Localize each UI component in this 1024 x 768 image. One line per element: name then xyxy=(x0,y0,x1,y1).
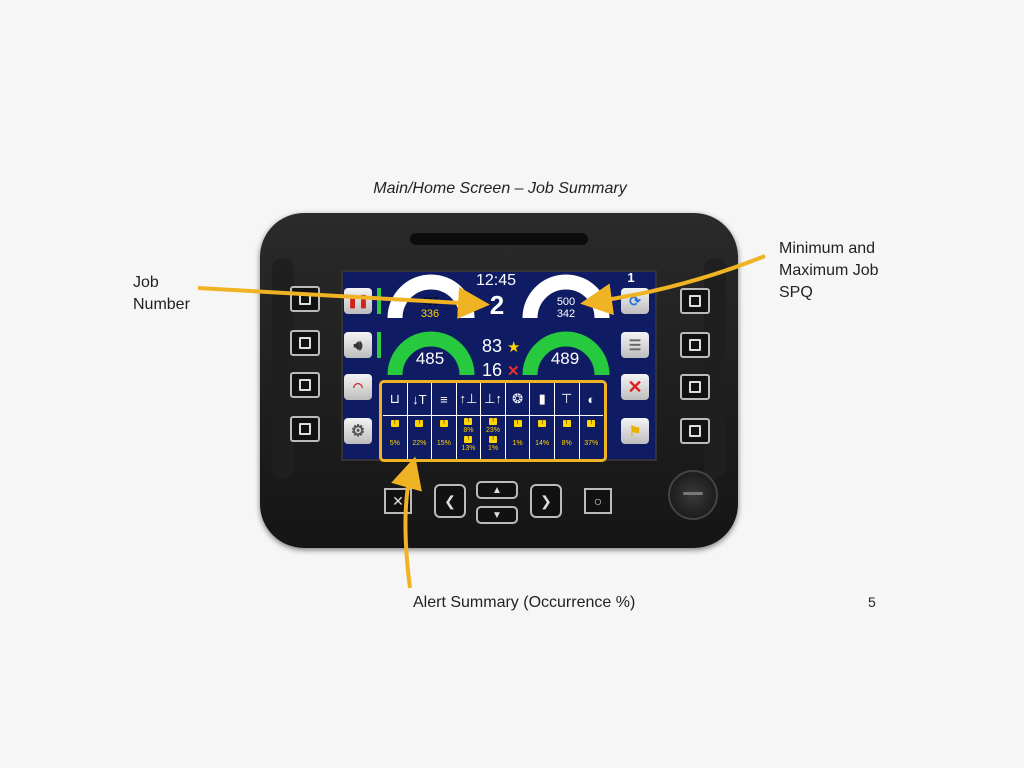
right-count-value: 489 xyxy=(550,349,580,368)
gauge-icon: ◠ xyxy=(352,380,364,394)
right-softkey-3[interactable] xyxy=(680,374,710,400)
alert-icon-row: ⊔ ↓T ≡ ↑⊥ ⊥↑ ❂ ▮ ⊤ ◐ xyxy=(383,383,603,415)
alert-cell: ! 8% xyxy=(555,416,580,460)
warning-badge-icon: ! xyxy=(464,418,473,425)
right-softkey-1[interactable] xyxy=(680,288,710,314)
alert-value-row: ! 5% ! 22% ! 15% ! 8% ! 13% ! 23% ! 1% !… xyxy=(383,415,603,460)
refresh-icon: ⟳ xyxy=(629,292,641,309)
settings-button[interactable]: ⚙ xyxy=(344,418,372,444)
left-softkey-2[interactable] xyxy=(290,330,320,356)
circle-icon: ○ xyxy=(593,493,603,509)
alert-summary-callout: Alert Summary (Occurrence %) xyxy=(413,594,636,611)
alert-summary-grid: ⊔ ↓T ≡ ↑⊥ ⊥↑ ❂ ▮ ⊤ ◐ ! 5% ! 22% ! 15% ! … xyxy=(383,383,603,460)
right-softkey-4[interactable] xyxy=(680,418,710,444)
arrow-down-t-icon: ↓T xyxy=(408,383,433,415)
right-count-gauge xyxy=(522,331,610,376)
tire-icon: ◐ xyxy=(587,391,596,407)
alert-cell: ! 37% xyxy=(584,420,599,447)
status-bar-1 xyxy=(377,288,381,314)
bucket-icon: ⊔ xyxy=(383,383,408,415)
left-softkey-3[interactable] xyxy=(290,372,320,398)
warning-badge-icon: ! xyxy=(489,418,498,425)
warning-badge-icon: ! xyxy=(562,420,571,427)
left-count-gauge xyxy=(387,331,475,376)
warning-badge-icon: ! xyxy=(464,436,473,443)
reject-count-line: 16 ✕ xyxy=(482,360,520,381)
refresh-button[interactable]: ⟳ xyxy=(621,288,649,314)
alert-cell: ! 14% xyxy=(530,416,555,460)
star-icon: ★ xyxy=(507,339,521,356)
left-softkey-4[interactable] xyxy=(290,416,320,442)
alert-cell: ! 1% xyxy=(506,416,531,460)
left-arrow-key[interactable]: ❮ xyxy=(434,484,466,518)
right-gauge-values: 500 342 xyxy=(556,296,576,320)
device-slot xyxy=(410,233,588,245)
warning-badge-icon: ! xyxy=(415,420,424,427)
flag-button[interactable]: ⚑ xyxy=(621,418,649,444)
cancel-icon: ✕ xyxy=(627,376,643,397)
cancel-button[interactable]: ✕ xyxy=(621,374,649,400)
alert-highlight-box xyxy=(379,380,607,462)
slide-title: Main/Home Screen – Job Summary xyxy=(373,180,627,197)
warning-badge-icon: ! xyxy=(390,420,399,427)
volume-button[interactable]: 🔊︎ xyxy=(344,332,372,358)
good-count: 83 xyxy=(482,336,503,356)
chevron-right-icon: ❯ xyxy=(540,492,552,509)
job-number-callout: Job Number xyxy=(133,274,190,313)
warning-badge-icon: ! xyxy=(513,420,522,427)
flag-icon: ⚑ xyxy=(628,422,642,439)
left-rail xyxy=(272,258,294,478)
ok-key[interactable]: ○ xyxy=(584,488,612,514)
alert-cell: ! 8% ! 13% xyxy=(457,416,482,460)
warning-badge-icon: ! xyxy=(538,420,547,427)
warning-badge-icon: ! xyxy=(439,420,448,427)
down-arrow-key[interactable]: ▼ xyxy=(476,506,518,524)
list-icon: ☰ xyxy=(628,336,642,353)
list-button[interactable]: ☰ xyxy=(621,332,649,358)
clock: 12:45 xyxy=(475,272,517,289)
alert-arrow xyxy=(391,456,422,589)
chevron-left-icon: ❮ xyxy=(444,492,456,509)
speaker-icon: 🔊︎ xyxy=(353,336,363,353)
chevron-up-icon: ▲ xyxy=(492,484,502,496)
bar-icon: ▮ xyxy=(530,383,555,415)
table-icon: ⊤ xyxy=(555,383,580,415)
job-number-arrow xyxy=(197,286,490,319)
rotary-knob[interactable] xyxy=(668,470,718,520)
job-number: 2 xyxy=(489,290,505,320)
page-number: 5 xyxy=(868,594,876,610)
wheel-icon: ❂ xyxy=(506,383,531,415)
alert-cell: ! 15% xyxy=(432,416,457,460)
alert-cell: ! 22% xyxy=(408,416,433,460)
x-icon: ✕ xyxy=(392,492,404,509)
gauge-button[interactable]: ◠ xyxy=(344,374,372,400)
alert-cell: ! 5% xyxy=(383,416,408,460)
left-count-value: 485 xyxy=(415,349,445,368)
right-softkey-2[interactable] xyxy=(680,332,710,358)
page-indicator: 1 xyxy=(627,270,635,285)
stack-icon: ≡ xyxy=(432,383,457,415)
spq-arrow xyxy=(580,254,766,316)
reject-count: 16 xyxy=(482,360,503,380)
right-arrow-key[interactable]: ❯ xyxy=(530,484,562,518)
gears-icon: ⚙ xyxy=(350,423,366,440)
spq-callout: Minimum and Maximum Job SPQ xyxy=(779,240,879,301)
lift-down-icon: ⊥↑ xyxy=(481,383,506,415)
lift-up-icon: ↑⊥ xyxy=(457,383,482,415)
chevron-down-icon: ▼ xyxy=(492,509,502,521)
up-arrow-key[interactable]: ▲ xyxy=(476,481,518,499)
warning-badge-icon: ! xyxy=(489,436,498,443)
good-count-line: 83 ★ xyxy=(482,336,521,357)
status-bar-2 xyxy=(377,332,381,358)
reject-x-icon: ✕ xyxy=(507,363,520,380)
warning-badge-icon: ! xyxy=(587,420,596,427)
alert-cell: ! 23% ! 1% xyxy=(481,416,506,460)
